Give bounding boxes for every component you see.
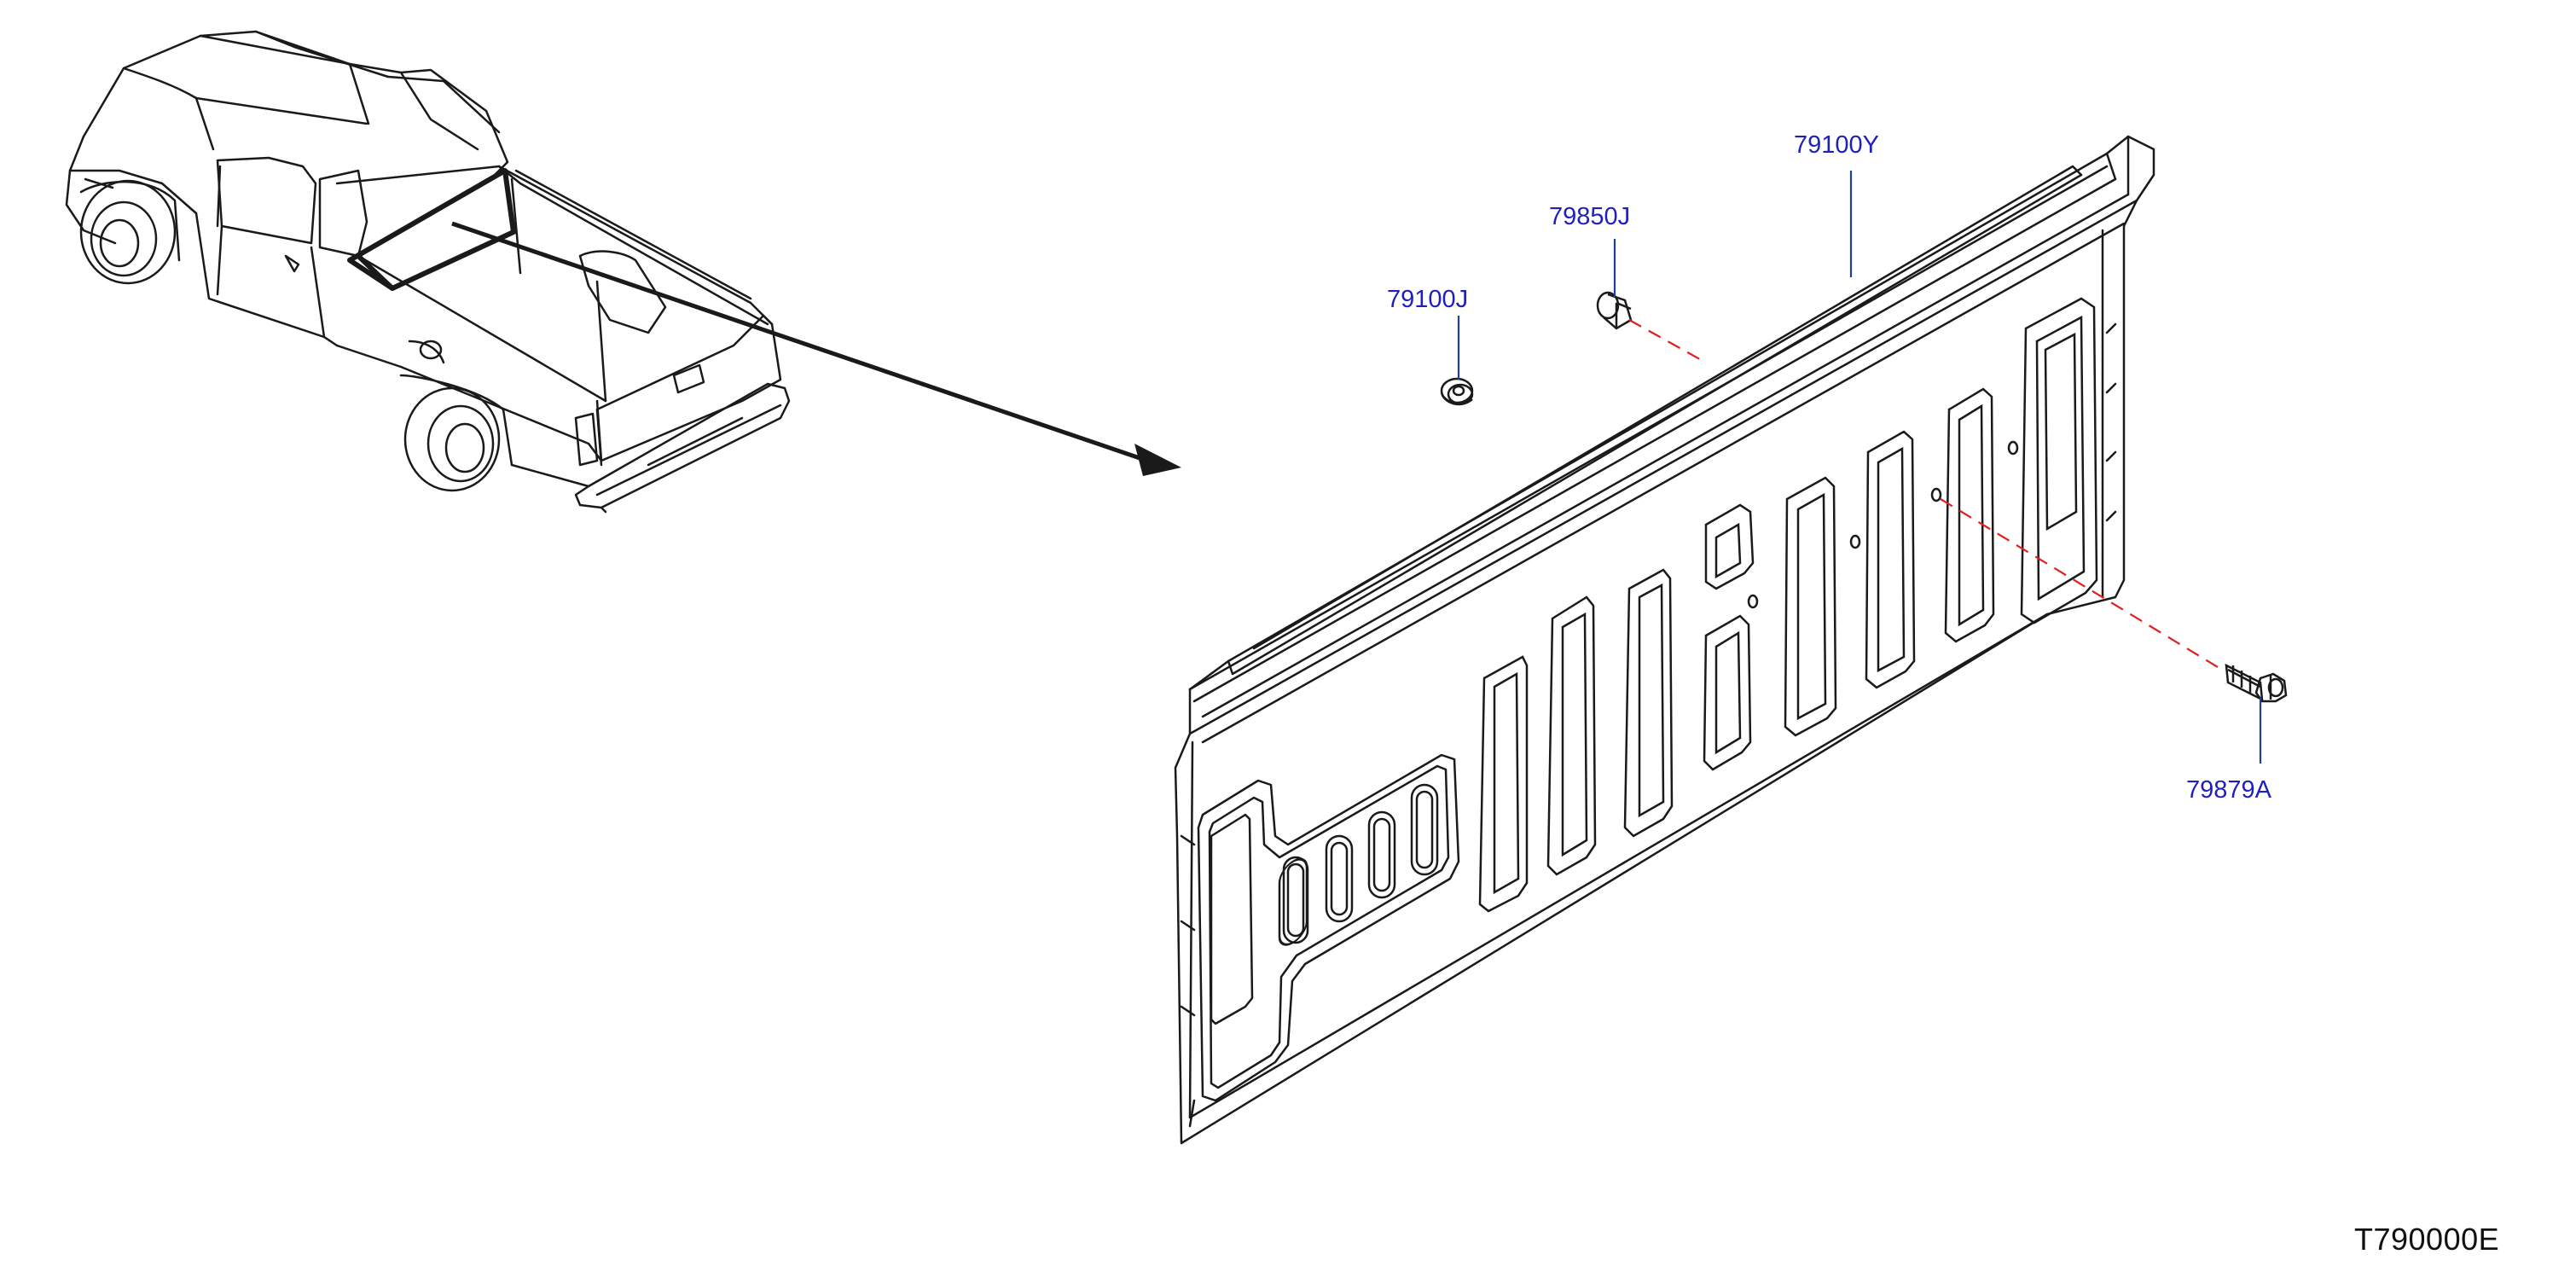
label-79850J: 79850J [1549,203,1631,230]
pickup-truck-illustration [65,30,791,514]
grommet-part [1440,377,1474,406]
pointer-arrow [451,221,1181,476]
label-79100J: 79100J [1387,286,1469,313]
label-79879A: 79879A [2186,776,2271,804]
clip-part [1596,291,1633,330]
bolt-part [2225,663,2288,703]
leader-lines [1457,171,2262,764]
dashed-guides [1628,319,2219,668]
panel-slots [1282,297,2098,944]
label-79100Y: 79100Y [1794,131,1879,159]
tailgate-panel-illustration [1174,135,2155,1145]
diagram-id: T790000E [2354,1222,2500,1257]
